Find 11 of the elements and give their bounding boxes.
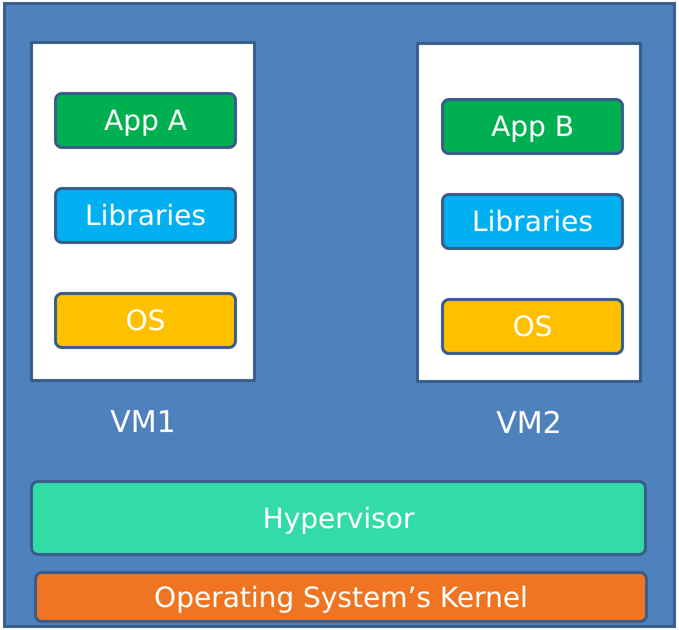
os-layer: OS (441, 298, 624, 355)
app-layer: App A (54, 92, 237, 149)
hypervisor-layer: Hypervisor (30, 480, 647, 556)
libraries-layer: Libraries (54, 187, 237, 244)
os-layer: OS (54, 292, 237, 349)
host-panel (3, 2, 676, 628)
app-layer: App B (441, 98, 624, 155)
vm-label: VM1 (109, 405, 177, 440)
kernel-layer: Operating System’s Kernel (34, 571, 648, 623)
libraries-layer: Libraries (441, 193, 624, 250)
vm-label: VM2 (495, 406, 563, 441)
